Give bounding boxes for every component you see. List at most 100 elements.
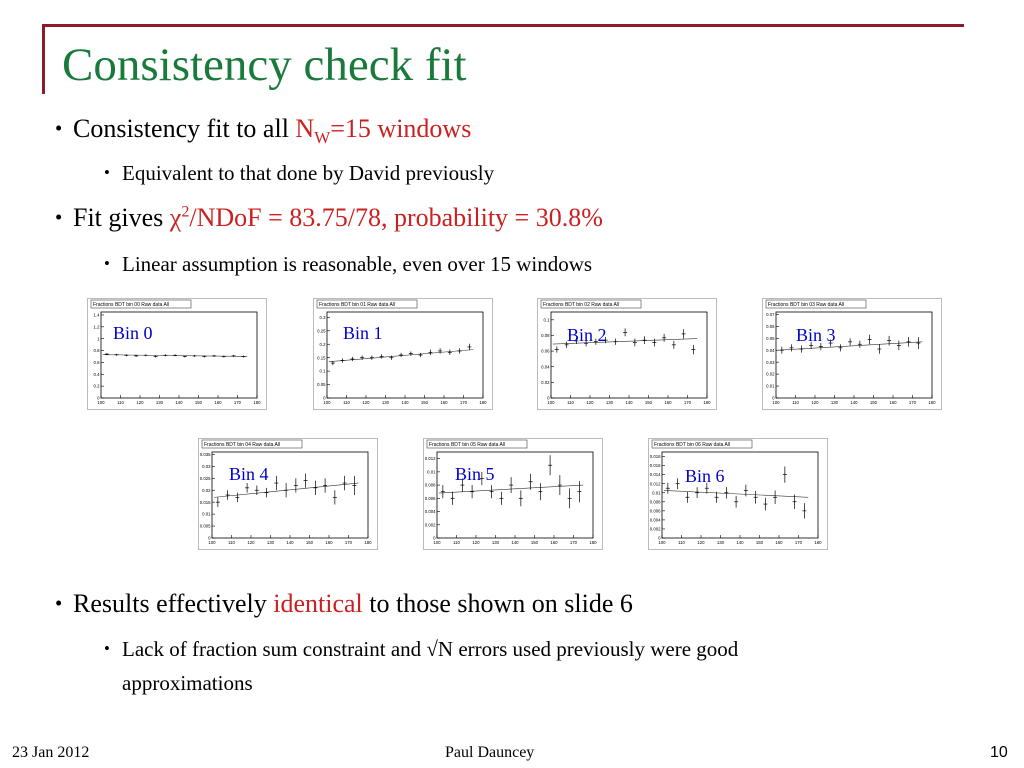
y-tick-label: 0.01 bbox=[202, 512, 211, 517]
chart-svg: Fractions BDT bin 01 Raw data All 0 0.05 0.… bbox=[313, 298, 493, 410]
x-tick-label: 160 bbox=[775, 540, 783, 545]
chart-canvas bbox=[313, 298, 493, 410]
chart-title-box bbox=[201, 439, 303, 449]
y-tick-label: 0.1 bbox=[320, 369, 327, 374]
y-tick-label: 0.06 bbox=[766, 324, 775, 329]
x-tick-label: 150 bbox=[645, 400, 653, 405]
x-tick-label: 110 bbox=[567, 400, 574, 405]
y-tick-label: 0.002 bbox=[650, 527, 661, 532]
chart-canvas bbox=[537, 298, 717, 410]
x-tick-label: 170 bbox=[684, 400, 692, 405]
bullet-dot: • bbox=[104, 254, 110, 273]
y-tick-label: 0.6 bbox=[94, 360, 101, 365]
y-tick-label: 0.06 bbox=[541, 349, 550, 354]
x-tick-label: 120 bbox=[247, 540, 255, 545]
identical-highlight: identical bbox=[273, 589, 363, 618]
x-tick-label: 110 bbox=[678, 540, 685, 545]
y-tick-label: 0.008 bbox=[425, 483, 436, 488]
y-tick-label: 0 bbox=[547, 396, 550, 401]
chart-title: Fractions BDT bin 01 Raw data All bbox=[319, 302, 395, 308]
y-tick-label: 0.02 bbox=[766, 372, 775, 377]
bullet-2: •Fit gives χ2/NDoF = 83.75/78, probabili… bbox=[55, 203, 603, 232]
chart-canvas bbox=[762, 298, 942, 410]
x-tick-label: 120 bbox=[697, 540, 705, 545]
fit-line bbox=[552, 338, 698, 345]
y-tick-label: 0.03 bbox=[766, 360, 775, 365]
x-tick-label: 140 bbox=[850, 400, 858, 405]
x-tick-label: 180 bbox=[589, 540, 597, 545]
y-tick-label: 0 bbox=[323, 396, 326, 401]
title-frame-top bbox=[42, 24, 964, 27]
y-tick-label: 0.8 bbox=[94, 348, 101, 353]
x-tick-label: 160 bbox=[440, 400, 448, 405]
x-tick-label: 110 bbox=[228, 540, 235, 545]
x-tick-label: 110 bbox=[453, 540, 460, 545]
x-tick-label: 180 bbox=[814, 540, 822, 545]
x-tick-label: 100 bbox=[97, 400, 105, 405]
footer-author: Paul Dauncey bbox=[445, 744, 535, 761]
x-tick-label: 180 bbox=[364, 540, 372, 545]
bin-label: Bin 5 bbox=[455, 464, 495, 484]
x-tick-label: 100 bbox=[658, 540, 666, 545]
x-tick-label: 120 bbox=[811, 400, 819, 405]
x-tick-label: 150 bbox=[421, 400, 429, 405]
chart-svg: Fractions BDT bin 02 Raw data All00.020.… bbox=[537, 298, 717, 410]
bullet-dot: • bbox=[104, 163, 110, 182]
y-tick-label: 0.08 bbox=[541, 333, 550, 338]
x-tick-label: 170 bbox=[795, 540, 803, 545]
x-tick-label: 180 bbox=[479, 400, 487, 405]
x-tick-label: 150 bbox=[870, 400, 878, 405]
y-tick-label: 0.005 bbox=[200, 524, 211, 529]
chart-bin-1: Fractions BDT bin 01 Raw data All 0 0.05 0.… bbox=[313, 298, 493, 410]
x-tick-label: 100 bbox=[433, 540, 441, 545]
bin-label: Bin 1 bbox=[343, 323, 383, 343]
bin-label: Bin 2 bbox=[567, 325, 607, 345]
x-tick-label: 150 bbox=[756, 540, 764, 545]
x-tick-label: 120 bbox=[472, 540, 480, 545]
page-number: 10 bbox=[990, 744, 1008, 761]
x-tick-label: 100 bbox=[772, 400, 780, 405]
y-tick-label: 0 bbox=[772, 396, 775, 401]
x-tick-label: 120 bbox=[362, 400, 370, 405]
y-tick-label: 0.07 bbox=[766, 312, 775, 317]
chart-title: Fractions BDT bin 03 Raw data All bbox=[768, 302, 844, 308]
x-tick-label: 180 bbox=[253, 400, 261, 405]
y-tick-label: 0.016 bbox=[650, 463, 661, 468]
chart-title-box bbox=[540, 299, 642, 309]
x-tick-label: 130 bbox=[156, 400, 164, 405]
x-tick-label: 180 bbox=[703, 400, 711, 405]
x-tick-label: 170 bbox=[345, 540, 353, 545]
x-tick-label: 170 bbox=[570, 540, 578, 545]
x-tick-label: 160 bbox=[214, 400, 222, 405]
x-tick-label: 120 bbox=[136, 400, 144, 405]
chart-svg: Fractions BDT bin 06 Raw data All00.0020… bbox=[648, 438, 828, 550]
y-tick-label: 0.01 bbox=[766, 384, 775, 389]
y-tick-label: 0.012 bbox=[650, 481, 661, 486]
y-tick-label: 0.04 bbox=[766, 348, 775, 353]
y-tick-label: 0.018 bbox=[650, 454, 661, 459]
x-tick-label: 130 bbox=[831, 400, 839, 405]
chart-title-box bbox=[651, 439, 753, 449]
chart-svg: Fractions BDT bin 04 Raw data All00.0050… bbox=[198, 438, 378, 550]
bullet-3: •Results effectively identical to those … bbox=[55, 589, 633, 618]
bullet-dot: • bbox=[55, 592, 63, 615]
y-tick-label: 0.004 bbox=[650, 517, 661, 522]
chart-title: Fractions BDT bin 06 Raw data All bbox=[654, 442, 730, 448]
y-tick-label: 0.01 bbox=[427, 469, 436, 474]
slide-title: Consistency check fit bbox=[62, 39, 467, 91]
y-tick-label: 0.4 bbox=[94, 372, 101, 377]
y-tick-label: 0.25 bbox=[317, 328, 326, 333]
y-tick-label: 0.3 bbox=[320, 315, 327, 320]
bin-label: Bin 4 bbox=[229, 464, 269, 484]
bullet-dot: • bbox=[104, 639, 110, 658]
y-tick-label: 0.025 bbox=[200, 476, 211, 481]
y-tick-label: 0.05 bbox=[317, 382, 326, 387]
y-tick-label: 0 bbox=[208, 536, 211, 541]
chart-title-box bbox=[765, 299, 867, 309]
y-tick-label: 0.006 bbox=[650, 508, 661, 513]
chart-title: Fractions BDT bin 05 Raw data All bbox=[429, 442, 505, 448]
y-tick-label: 0.004 bbox=[425, 509, 436, 514]
bullet-dot: • bbox=[55, 117, 63, 140]
